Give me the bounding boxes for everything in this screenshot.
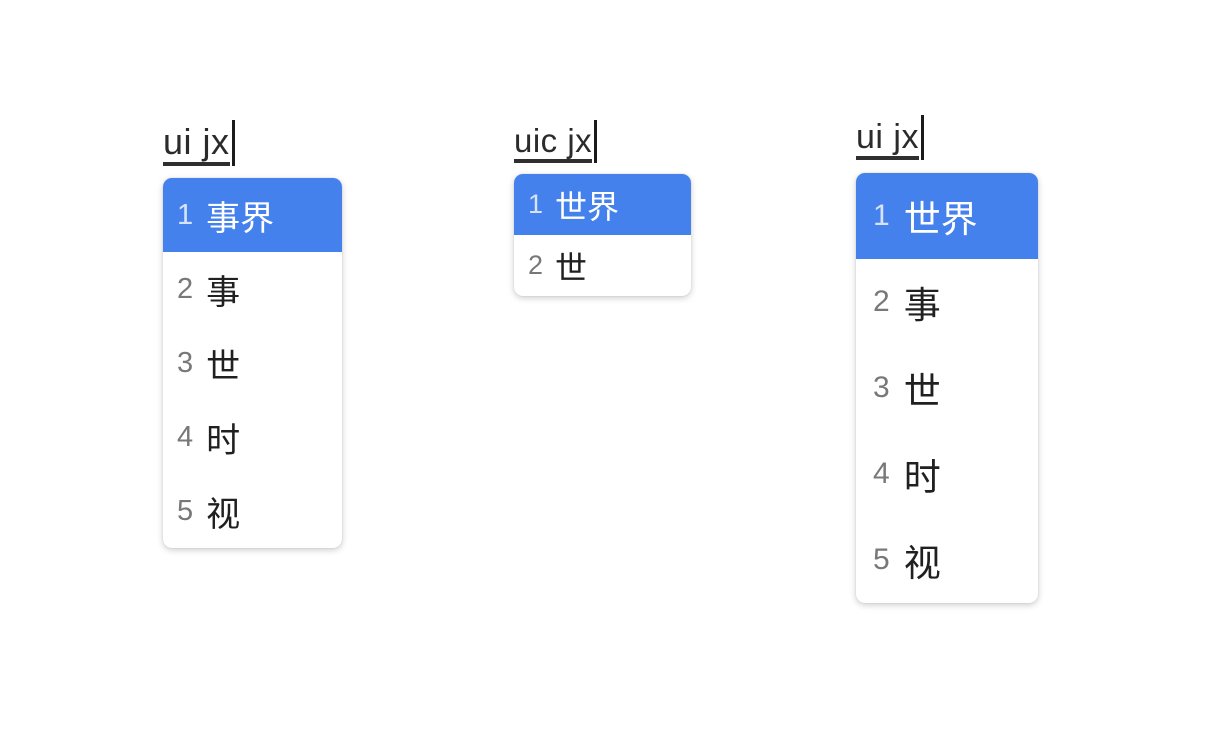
candidate-word: 事 [206,272,241,313]
candidate-item[interactable]: 1 世界 [514,174,691,235]
candidate-word: 世 [555,248,588,287]
candidate-item[interactable]: 5 视 [856,517,1038,603]
candidate-item[interactable]: 4 时 [163,400,342,474]
preedit-area-3[interactable]: ui jx [856,108,1038,160]
ime-popup-3: ui jx 1 世界 2 事 3 世 4 时 5 视 [856,108,1038,603]
candidate-word: 视 [206,494,241,535]
ime-popup-2: uic jx 1 世界 2 世 [514,113,691,296]
candidate-item[interactable]: 3 世 [856,345,1038,431]
candidate-index: 1 [528,189,544,219]
candidate-index: 2 [177,272,194,305]
candidate-word: 世 [206,346,241,387]
candidate-word: 世界 [555,187,620,226]
candidate-word: 事界 [206,198,275,239]
text-caret-1 [231,120,235,166]
candidate-panel-2: 1 世界 2 世 [514,174,691,296]
candidate-word: 时 [903,456,941,499]
candidate-index: 1 [873,199,890,232]
candidate-panel-3: 1 世界 2 事 3 世 4 时 5 视 [856,173,1038,603]
candidate-word: 世界 [903,198,978,241]
candidate-item[interactable]: 2 事 [163,252,342,326]
candidate-item[interactable]: 5 视 [163,474,342,548]
candidate-item[interactable]: 2 世 [514,235,691,296]
candidate-index: 2 [873,285,890,318]
candidate-item[interactable]: 3 世 [163,326,342,400]
preedit-area-2[interactable]: uic jx [514,113,691,163]
candidate-index: 5 [873,543,890,576]
candidate-item[interactable]: 1 世界 [856,173,1038,259]
candidate-index: 4 [873,457,890,490]
preedit-text-1: ui jx [163,124,230,166]
candidate-index: 3 [177,346,194,379]
candidate-index: 1 [177,198,194,231]
text-caret-3 [920,115,924,160]
candidate-word: 时 [206,420,241,461]
candidate-word: 事 [903,284,941,327]
candidate-index: 4 [177,420,194,453]
candidate-word: 视 [903,542,941,585]
preedit-text-2: uic jx [514,124,593,163]
candidate-index: 5 [177,494,194,527]
candidate-word: 世 [903,370,941,413]
preedit-area-1[interactable]: ui jx [163,112,342,166]
candidate-item[interactable]: 4 时 [856,431,1038,517]
candidate-item[interactable]: 1 事界 [163,178,342,252]
candidate-index: 2 [528,250,544,280]
candidate-item[interactable]: 2 事 [856,259,1038,345]
candidate-index: 3 [873,371,890,404]
ime-popup-1: ui jx 1 事界 2 事 3 世 4 时 5 视 [163,112,342,548]
preedit-text-3: ui jx [856,120,919,160]
text-caret-2 [594,120,598,163]
candidate-panel-1: 1 事界 2 事 3 世 4 时 5 视 [163,178,342,548]
